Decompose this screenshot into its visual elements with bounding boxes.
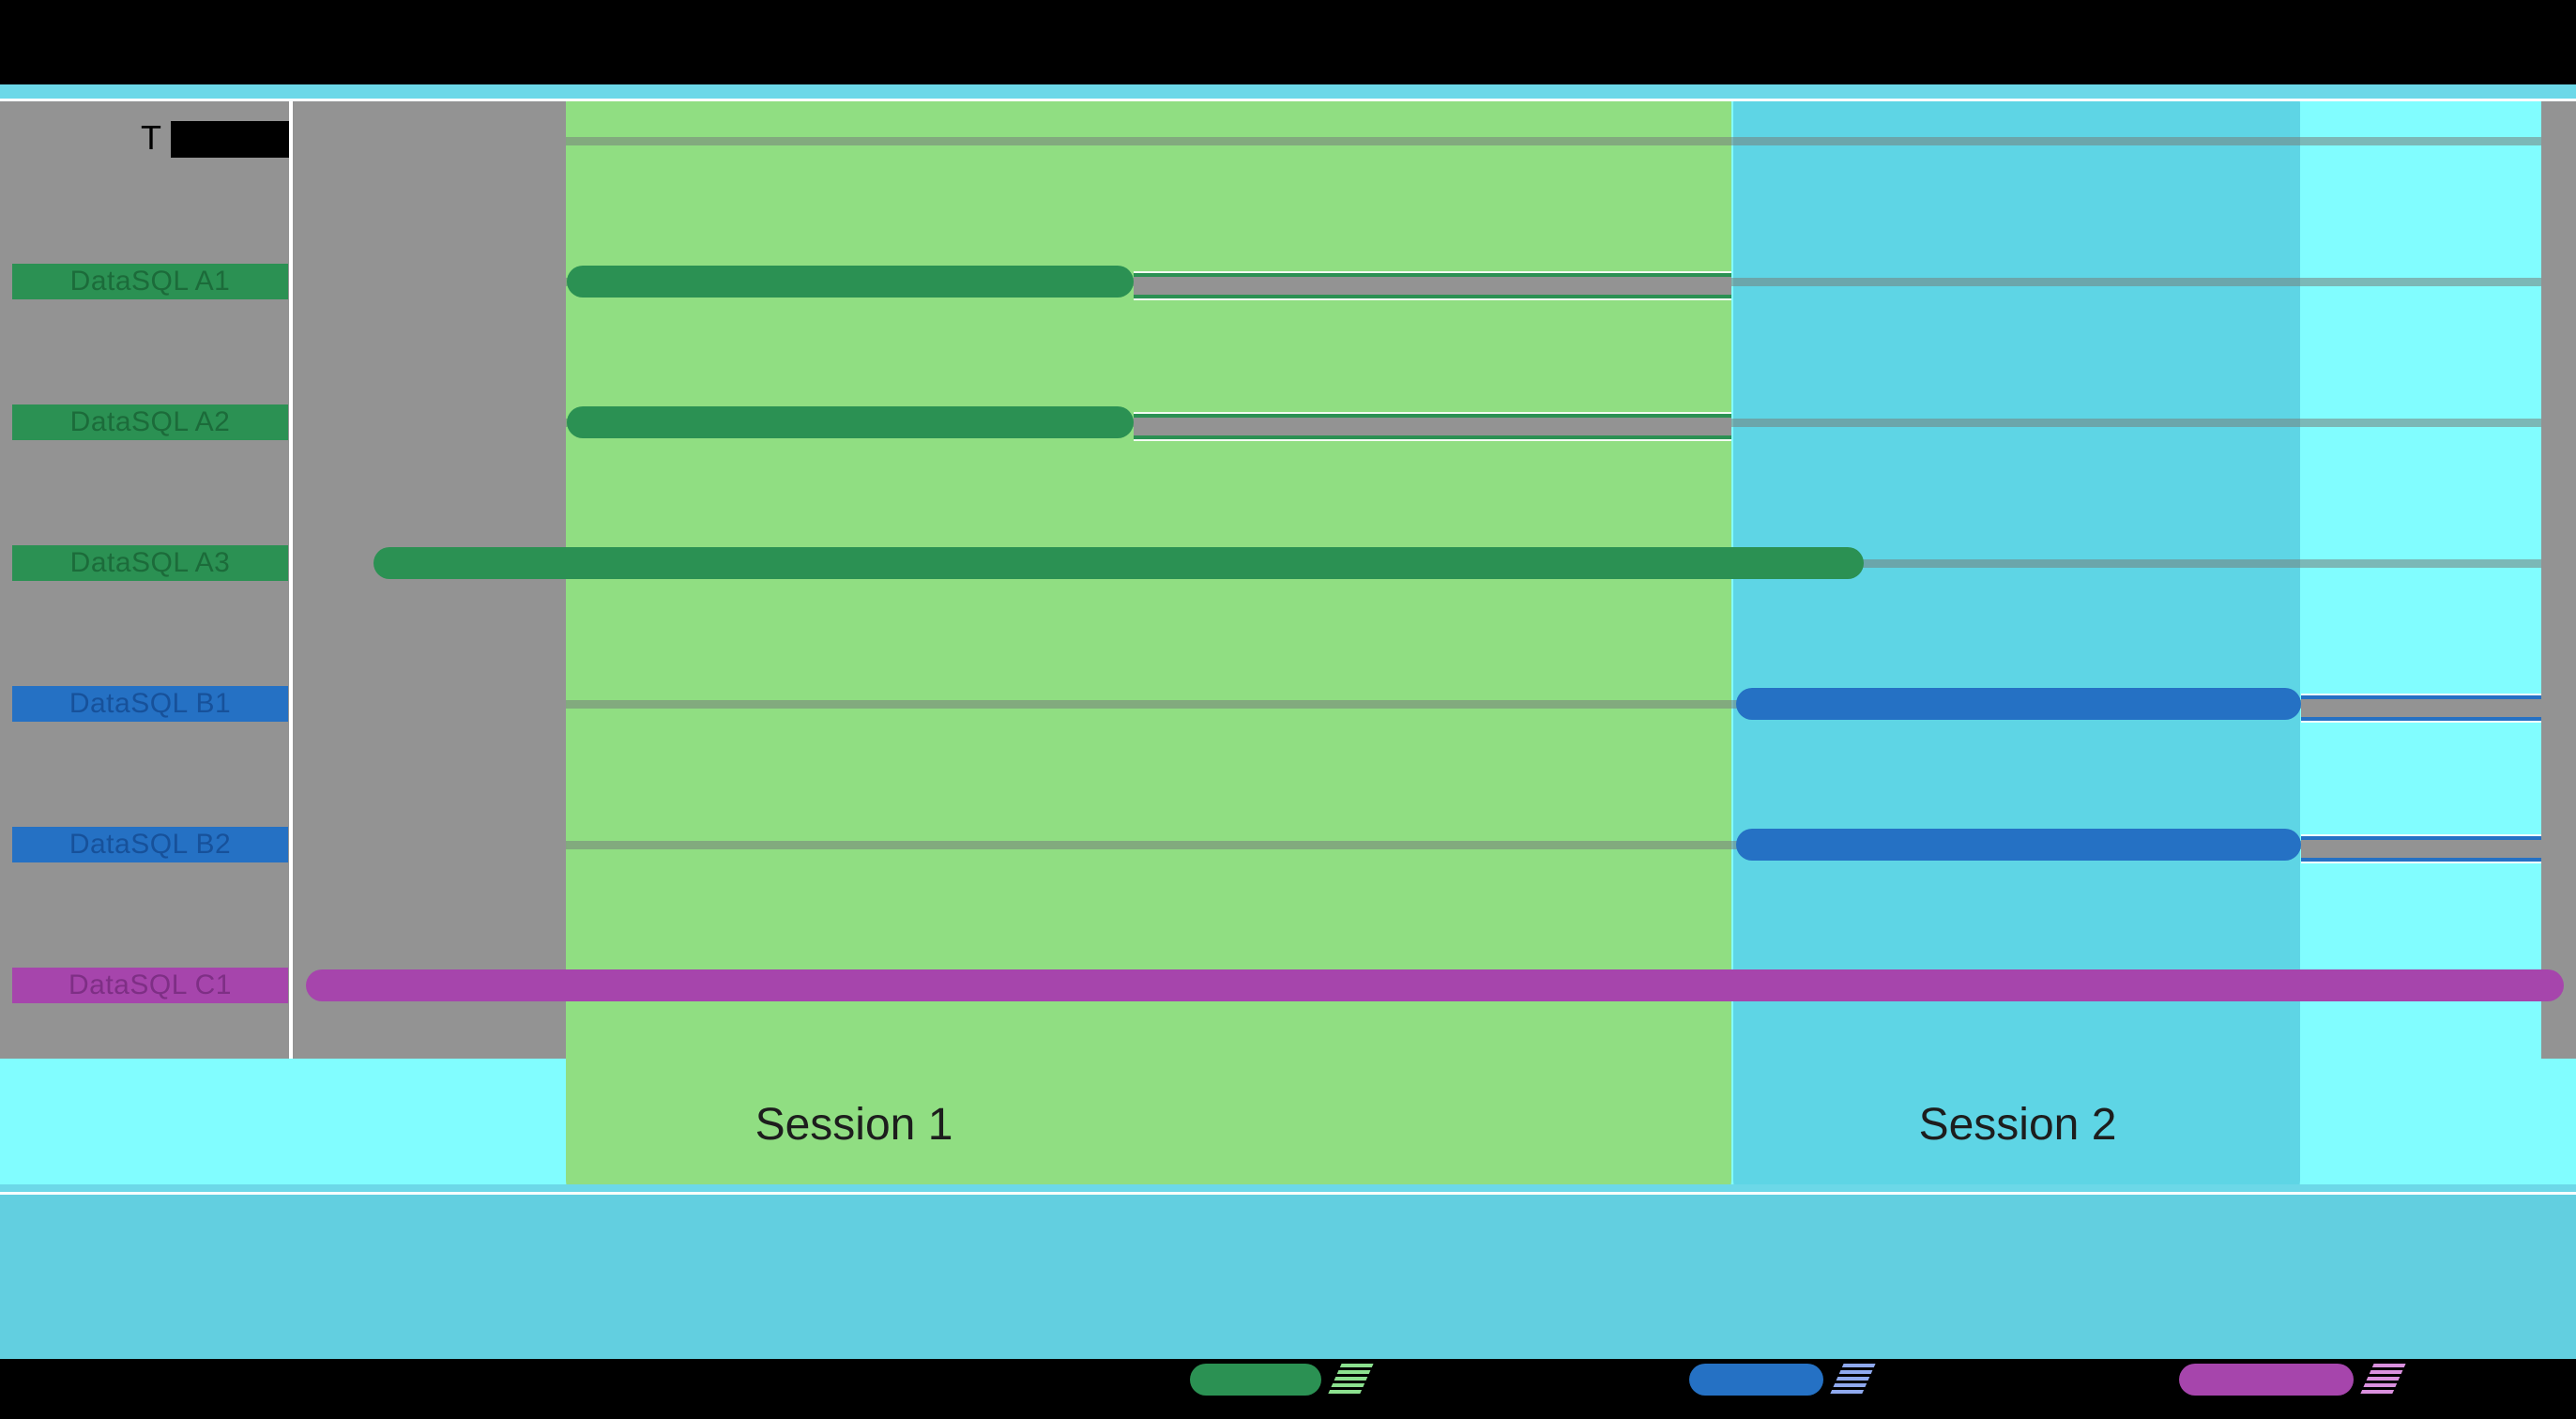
task-bar-datasql-a2 <box>567 406 1134 438</box>
session1-label: Session 1 <box>755 1099 953 1150</box>
axis-header-label: T <box>141 118 161 157</box>
task-bar-datasql-a3 <box>373 547 1864 579</box>
bottom-canvas-band <box>0 1195 2576 1359</box>
row-gridline-4 <box>566 700 2541 709</box>
row-label-datasql-a3: DataSQL A3 <box>12 545 288 581</box>
redaction-box-header <box>171 121 289 158</box>
row-gridline-0 <box>566 137 2541 145</box>
label-column-divider <box>289 101 293 1059</box>
row-label-datasql-a1: DataSQL A1 <box>12 264 288 299</box>
remaining-track-datasql-a1 <box>1134 273 1731 298</box>
legend-swatch-a <box>1190 1364 1321 1396</box>
session2-label: Session 2 <box>1918 1099 2117 1150</box>
row-label-datasql-c1: DataSQL C1 <box>12 968 288 1003</box>
row-label-datasql-b2: DataSQL B2 <box>12 827 288 862</box>
row-label-datasql-b1: DataSQL B1 <box>12 686 288 722</box>
task-bar-datasql-a1 <box>567 266 1134 298</box>
legend-swatch-b <box>1689 1364 1823 1396</box>
row-gridline-5 <box>566 841 2541 849</box>
task-bar-datasql-c1 <box>306 969 2564 1001</box>
top-hairline <box>0 99 2576 101</box>
session1-panel <box>566 86 1731 1198</box>
row-label-datasql-a2: DataSQL A2 <box>12 404 288 440</box>
legend-swatch-c <box>2179 1364 2354 1396</box>
session2-panel <box>1733 86 2300 1198</box>
bottom-cyan-strip <box>0 1184 2576 1193</box>
remaining-track-datasql-a2 <box>1134 414 1731 439</box>
remaining-track-datasql-b1 <box>2301 695 2541 721</box>
top-black-bar <box>0 0 2576 84</box>
bottom-hairline <box>0 1192 2576 1195</box>
remaining-track-datasql-b2 <box>2301 836 2541 862</box>
task-bar-datasql-b2 <box>1736 829 2301 861</box>
task-bar-datasql-b1 <box>1736 688 2301 720</box>
plot-gray-right-strip <box>2541 101 2576 1059</box>
top-cyan-strip <box>0 84 2576 99</box>
